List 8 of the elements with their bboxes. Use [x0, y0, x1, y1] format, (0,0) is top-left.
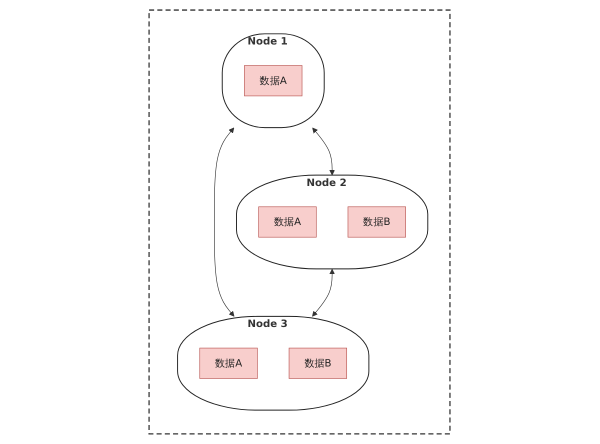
double-arrow — [312, 128, 336, 176]
data-box: 数据A — [258, 206, 318, 238]
data-box: 数据A — [200, 348, 258, 379]
double-arrow — [312, 268, 336, 317]
data-box: 数据A — [244, 65, 303, 96]
data-box: 数据B — [289, 348, 348, 379]
data-box: 数据B — [348, 206, 406, 238]
double-arrow — [214, 128, 235, 317]
